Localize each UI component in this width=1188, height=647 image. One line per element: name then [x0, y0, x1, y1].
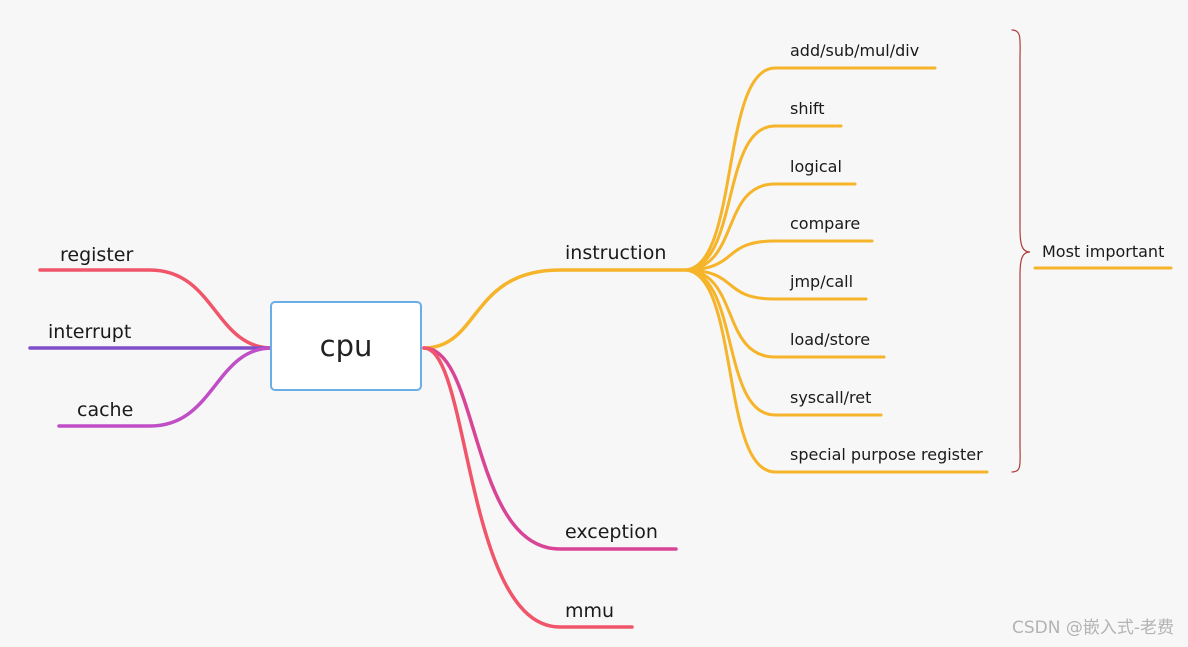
connector-instruction — [422, 268, 686, 350]
branch-interrupt-label[interactable]: interrupt — [48, 321, 132, 343]
child-node-label[interactable]: special purpose register — [790, 445, 983, 464]
child-node-label[interactable]: jmp/call — [790, 272, 854, 291]
child-node-label[interactable]: compare — [790, 214, 861, 233]
root-node-cpu[interactable]: cpu — [270, 301, 422, 391]
watermark: CSDN @嵌入式-老费 — [1011, 618, 1174, 638]
branch-instruction-label[interactable]: instruction — [565, 242, 667, 264]
connector-instruction-child-3 — [682, 239, 874, 272]
child-node-label[interactable]: add/sub/mul/div — [790, 41, 920, 60]
connector-instruction-child-2 — [682, 182, 857, 272]
root-node-label: cpu — [319, 329, 373, 363]
child-node-label[interactable]: logical — [790, 157, 842, 176]
branch-mmu-label[interactable]: mmu — [565, 600, 615, 622]
connector-instruction-child-6 — [682, 268, 883, 417]
connector-mmu — [422, 346, 634, 629]
connector-instruction-child-1 — [682, 124, 843, 272]
summary-brace — [1011, 29, 1031, 473]
connector-instruction-child-4 — [682, 268, 868, 301]
summary-label[interactable]: Most important — [1042, 242, 1165, 261]
connector-register — [38, 268, 274, 350]
child-node-label[interactable]: load/store — [790, 330, 871, 349]
branch-exception-label[interactable]: exception — [565, 521, 658, 543]
connector-instruction-child-5 — [682, 268, 886, 359]
branch-cache-label[interactable]: cache — [77, 399, 134, 421]
child-node-label[interactable]: shift — [790, 99, 825, 118]
connector-instruction-child-7 — [682, 268, 989, 474]
connector-cache — [57, 346, 274, 428]
child-node-label[interactable]: syscall/ret — [790, 388, 872, 407]
connector-instruction-child-0 — [682, 66, 937, 272]
connector-exception — [422, 346, 678, 551]
branch-register-label[interactable]: register — [60, 244, 134, 266]
